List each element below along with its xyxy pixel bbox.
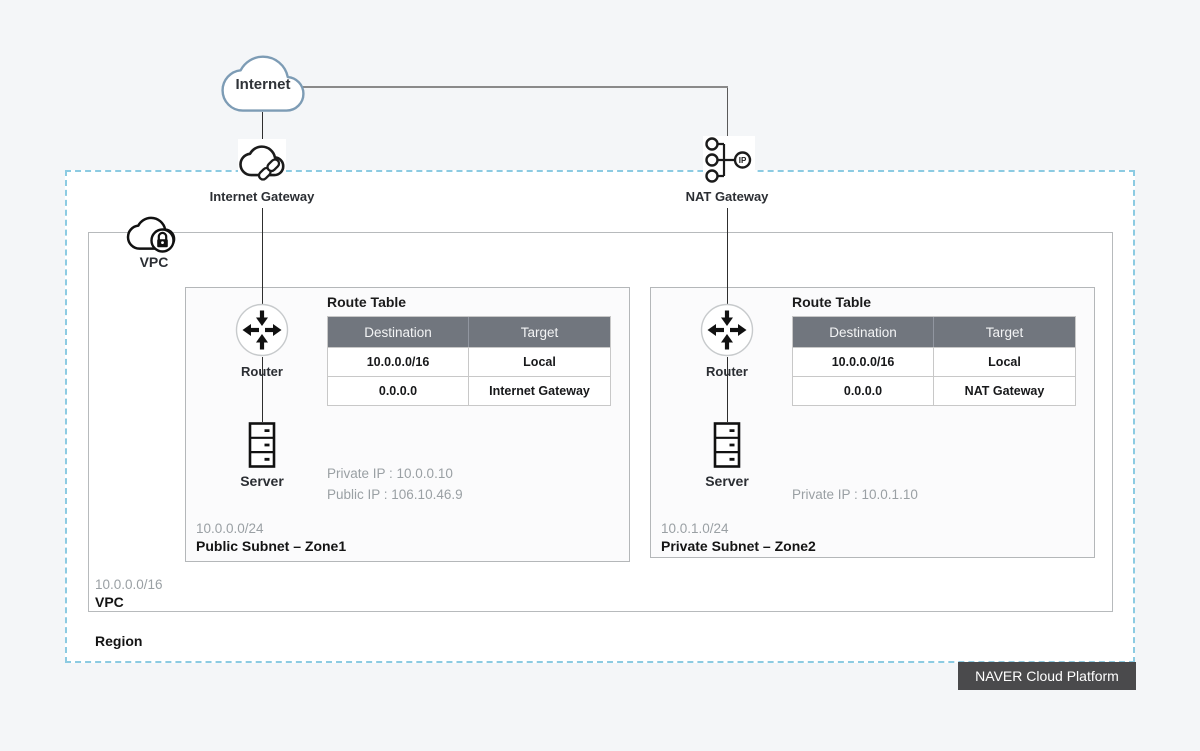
private-ip-label: Private IP : 10.0.0.10 bbox=[327, 466, 453, 481]
router-icon bbox=[235, 303, 289, 357]
subnet-name: Public Subnet – Zone1 bbox=[196, 538, 347, 554]
route-table-header-destination: Destination bbox=[328, 317, 469, 347]
server-icon bbox=[713, 422, 741, 468]
route-table-title: Route Table bbox=[792, 294, 872, 310]
internet-cloud-icon bbox=[219, 54, 307, 118]
svg-text:IP: IP bbox=[739, 156, 747, 165]
route-table-cell: 10.0.0.0/16 bbox=[328, 347, 469, 376]
route-table-cell: Internet Gateway bbox=[469, 376, 610, 405]
subnet-cidr: 10.0.1.0/24 bbox=[661, 521, 729, 536]
vpc-icon-label: VPC bbox=[139, 254, 169, 270]
route-table: Destination Target 10.0.0.0/16 Local 0.0… bbox=[792, 316, 1076, 406]
subnet-name: Private Subnet – Zone2 bbox=[661, 538, 816, 554]
router-label: Router bbox=[241, 364, 283, 379]
nat-gateway-label: NAT Gateway bbox=[685, 189, 769, 204]
route-table-cell: 0.0.0.0 bbox=[793, 376, 934, 405]
private-ip-label: Private IP : 10.0.1.10 bbox=[792, 487, 918, 502]
internet-gateway-icon bbox=[238, 139, 286, 183]
route-table-header-target: Target bbox=[469, 317, 610, 347]
region-label: Region bbox=[95, 633, 143, 649]
naver-cloud-platform-badge: NAVER Cloud Platform bbox=[958, 662, 1136, 690]
connector-nat-vertical bbox=[726, 88, 728, 138]
route-table-header-target: Target bbox=[934, 317, 1075, 347]
route-table-cell: 0.0.0.0 bbox=[328, 376, 469, 405]
connector-internet-to-nat bbox=[303, 86, 728, 88]
server-icon bbox=[248, 422, 276, 468]
internet-gateway-label: Internet Gateway bbox=[209, 189, 315, 204]
router-icon bbox=[700, 303, 754, 357]
router-label: Router bbox=[706, 364, 748, 379]
route-table-cell: NAT Gateway bbox=[934, 376, 1075, 405]
connector-internet-to-igw bbox=[261, 112, 263, 140]
connector-nat-to-router2 bbox=[726, 208, 728, 304]
internet-label: Internet bbox=[235, 76, 291, 93]
route-table-cell: Local bbox=[469, 347, 610, 376]
vpc-cloud-lock-icon bbox=[126, 210, 182, 253]
route-table-header-destination: Destination bbox=[793, 317, 934, 347]
route-table-title: Route Table bbox=[327, 294, 407, 310]
connector-router1-to-server1 bbox=[261, 357, 263, 422]
server-label: Server bbox=[705, 473, 749, 489]
nat-gateway-icon: IP bbox=[703, 136, 755, 184]
route-table-cell: 10.0.0.0/16 bbox=[793, 347, 934, 376]
vpc-name: VPC bbox=[95, 594, 124, 610]
route-table: Destination Target 10.0.0.0/16 Local 0.0… bbox=[327, 316, 611, 406]
route-table-cell: Local bbox=[934, 347, 1075, 376]
vpc-cidr: 10.0.0.0/16 bbox=[95, 577, 163, 592]
subnet-cidr: 10.0.0.0/24 bbox=[196, 521, 264, 536]
public-ip-label: Public IP : 106.10.46.9 bbox=[327, 487, 463, 502]
connector-router2-to-server2 bbox=[726, 357, 728, 422]
server-label: Server bbox=[240, 473, 284, 489]
connector-igw-to-router1 bbox=[261, 208, 263, 304]
